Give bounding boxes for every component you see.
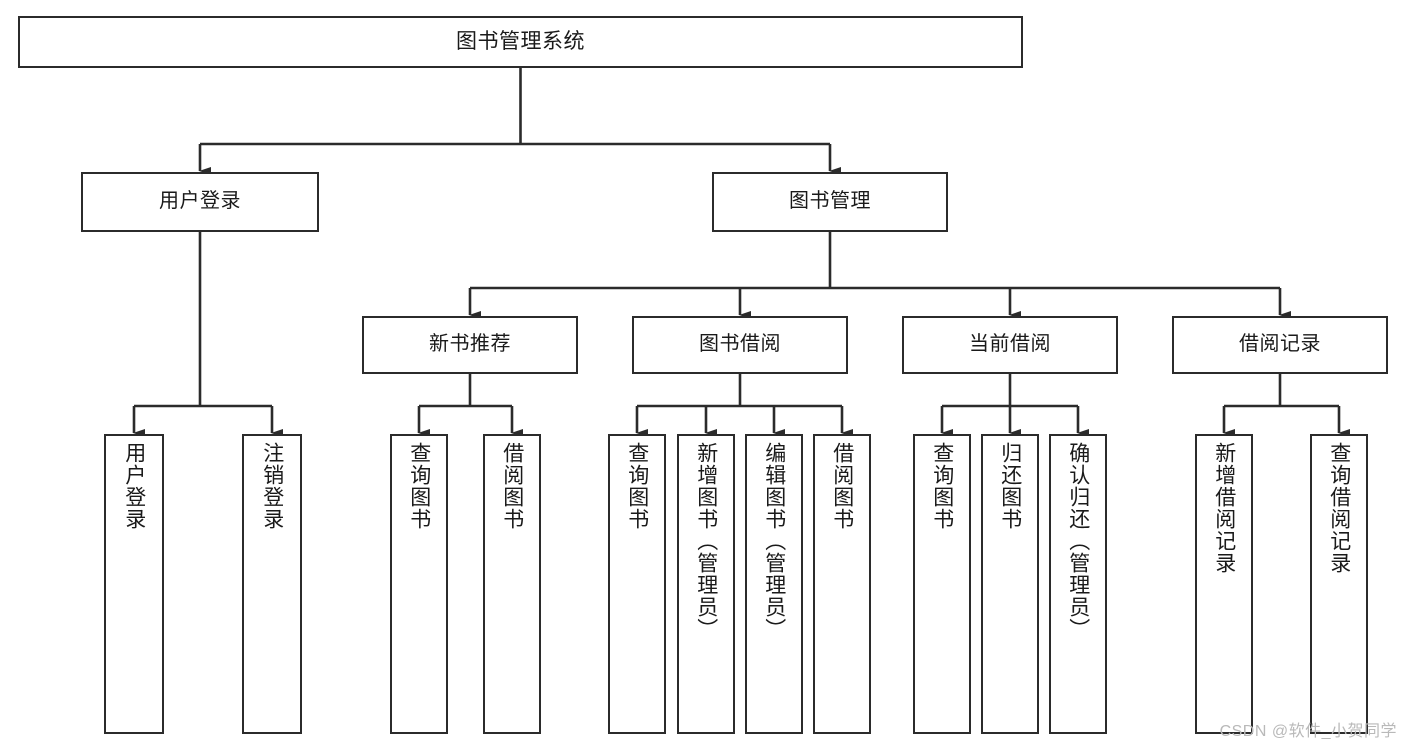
node-l1b[interactable]: 图书管理 (712, 172, 948, 232)
node-f7[interactable]: 编辑图书（管理员） (745, 434, 803, 734)
node-root[interactable]: 图书管理系统 (18, 16, 1023, 68)
node-label: 用户登录 (159, 190, 241, 213)
node-label: 用户登录 (122, 442, 146, 530)
node-l2c[interactable]: 当前借阅 (902, 316, 1118, 374)
watermark-text: CSDN @软件_小贺同学 (1219, 723, 1397, 740)
node-l2d[interactable]: 借阅记录 (1172, 316, 1388, 374)
node-l2a[interactable]: 新书推荐 (362, 316, 578, 374)
node-f12[interactable]: 新增借阅记录 (1195, 434, 1253, 734)
node-f5[interactable]: 查询图书 (608, 434, 666, 734)
node-label: 归还图书 (998, 442, 1022, 530)
node-label: 查询图书 (625, 442, 649, 530)
node-label: 当前借阅 (969, 333, 1051, 356)
node-f9[interactable]: 查询图书 (913, 434, 971, 734)
node-label: 图书管理 (789, 190, 871, 213)
node-label: 编辑图书（管理员） (762, 442, 786, 640)
node-f4[interactable]: 借阅图书 (483, 434, 541, 734)
node-f1[interactable]: 用户登录 (104, 434, 164, 734)
node-label: 借阅图书 (500, 442, 524, 530)
node-l2b[interactable]: 图书借阅 (632, 316, 848, 374)
node-label: 查询借阅记录 (1327, 442, 1351, 574)
node-label: 图书借阅 (699, 333, 781, 356)
node-f10[interactable]: 归还图书 (981, 434, 1039, 734)
node-f8[interactable]: 借阅图书 (813, 434, 871, 734)
node-label: 查询图书 (407, 442, 431, 530)
node-label: 新增图书（管理员） (694, 442, 718, 640)
node-f13[interactable]: 查询借阅记录 (1310, 434, 1368, 734)
node-label: 借阅图书 (830, 442, 854, 530)
node-label: 借阅记录 (1239, 333, 1321, 356)
node-label: 图书管理系统 (456, 29, 585, 53)
node-label: 查询图书 (930, 442, 954, 530)
node-l1a[interactable]: 用户登录 (81, 172, 319, 232)
node-f11[interactable]: 确认归还（管理员） (1049, 434, 1107, 734)
node-f2[interactable]: 注销登录 (242, 434, 302, 734)
node-f6[interactable]: 新增图书（管理员） (677, 434, 735, 734)
node-label: 新书推荐 (429, 333, 511, 356)
node-label: 注销登录 (260, 442, 284, 530)
node-label: 新增借阅记录 (1212, 442, 1236, 574)
node-f3[interactable]: 查询图书 (390, 434, 448, 734)
node-label: 确认归还（管理员） (1066, 442, 1090, 640)
